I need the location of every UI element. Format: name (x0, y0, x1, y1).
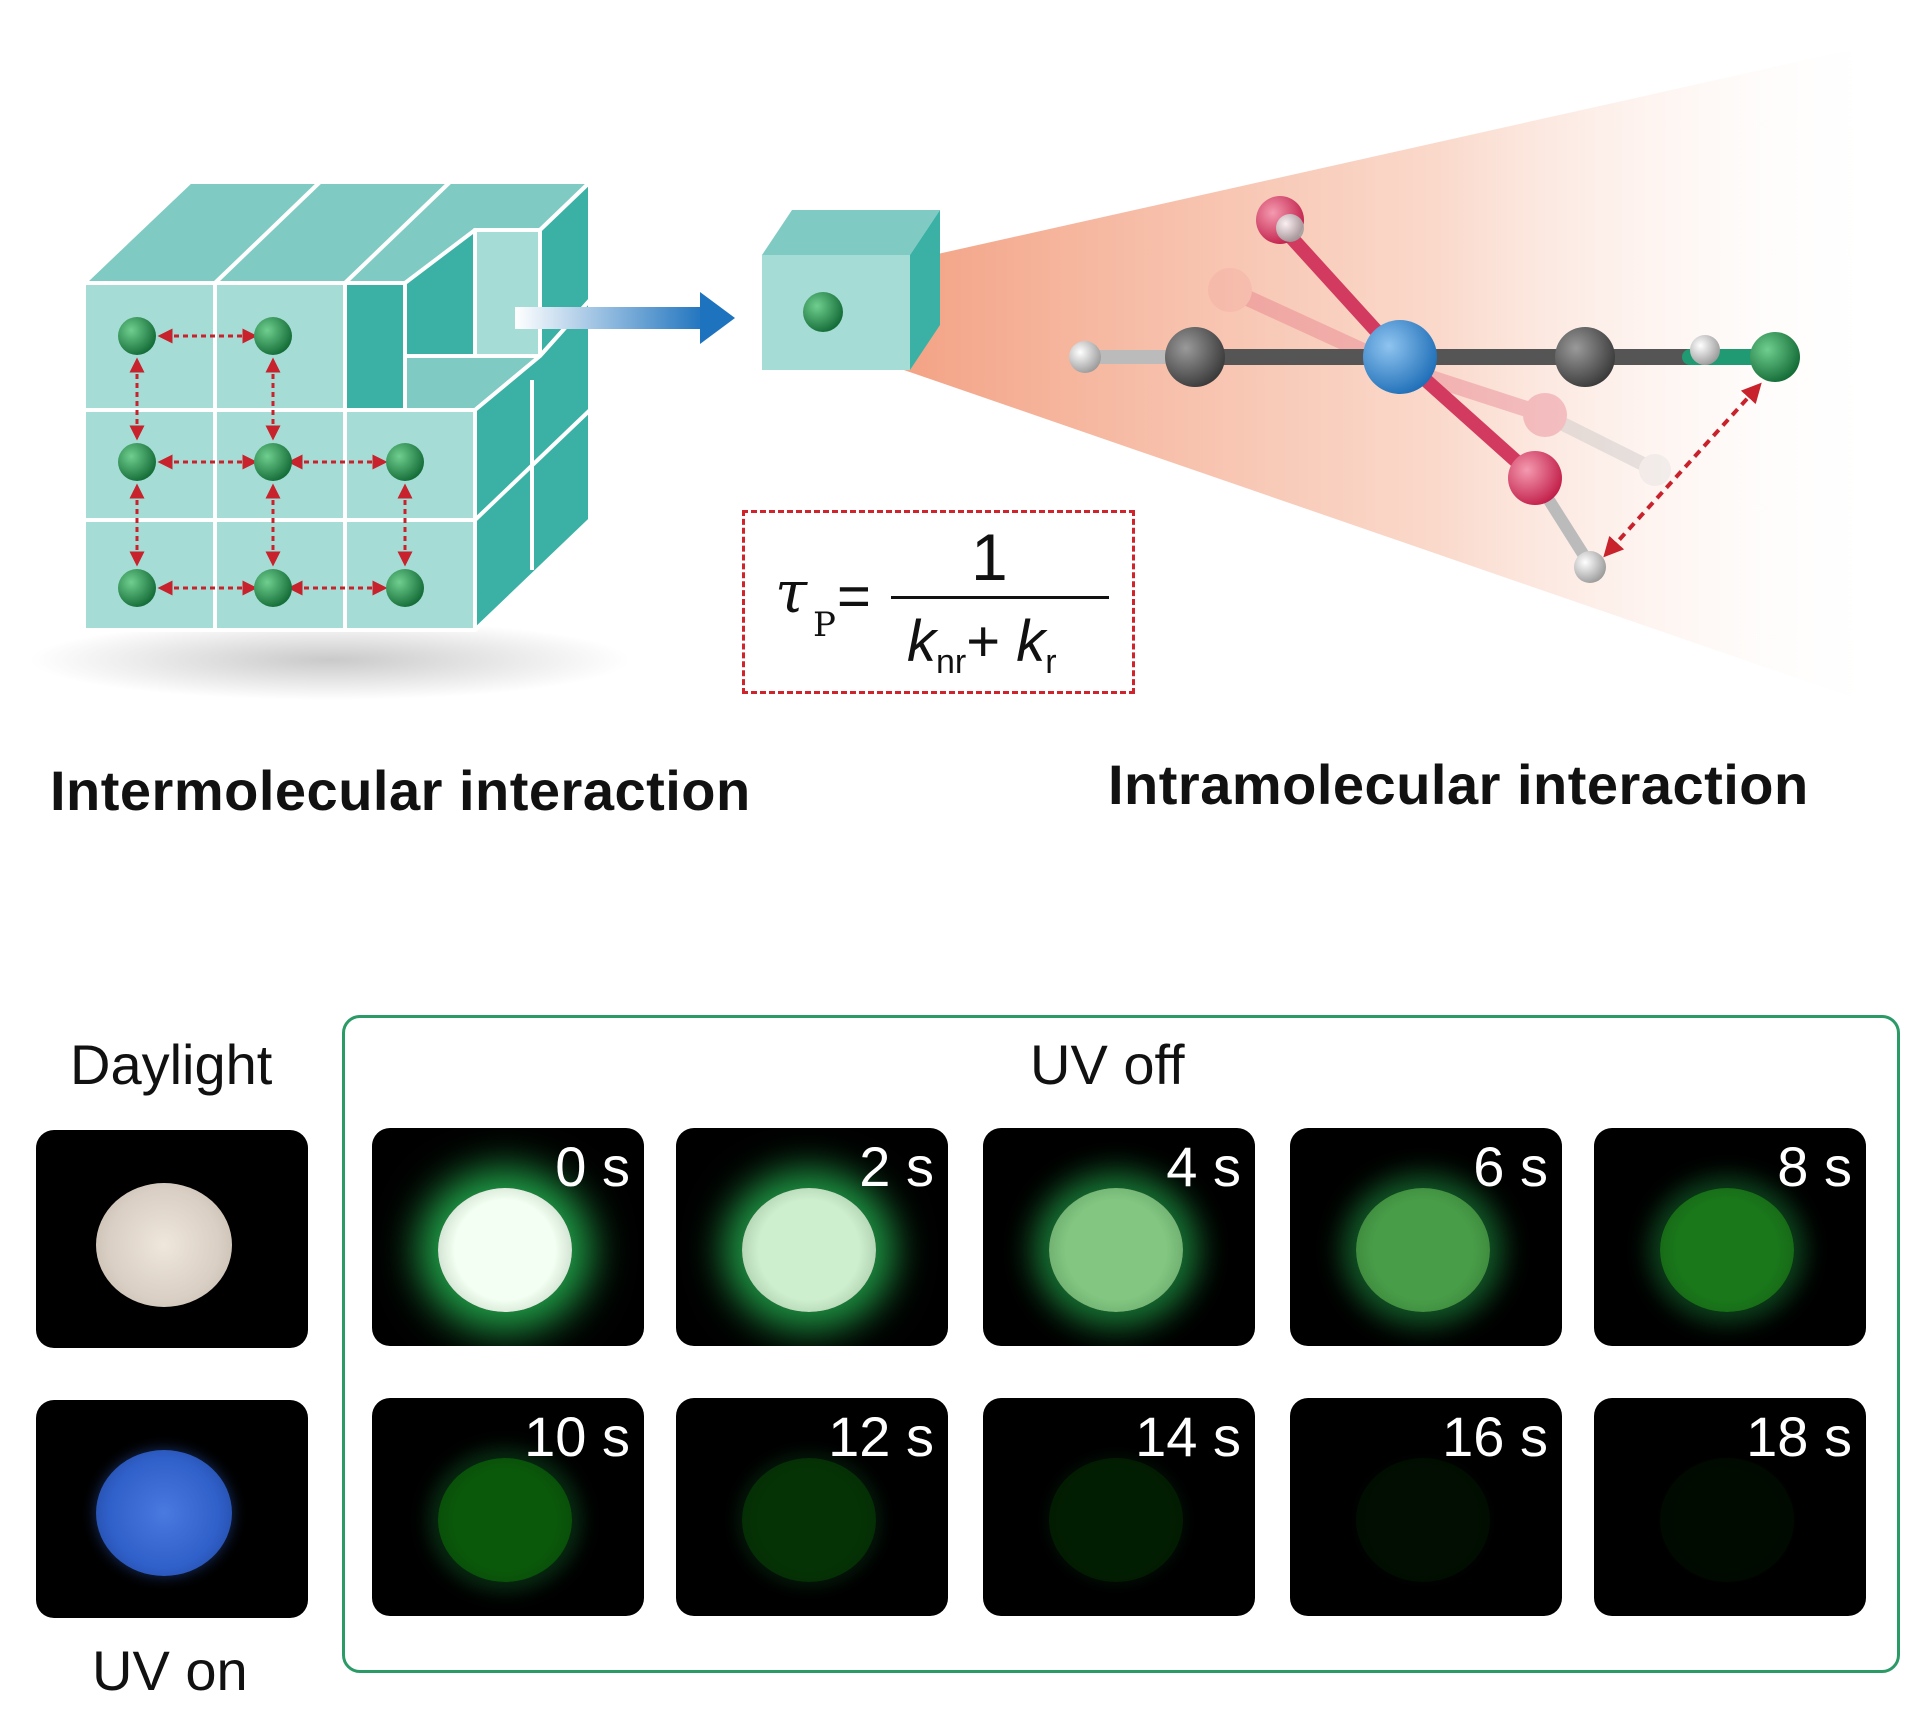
afterglow-photo: 14 s (983, 1398, 1255, 1616)
time-label: 12 s (828, 1405, 934, 1468)
time-label: 16 s (1442, 1405, 1548, 1468)
uv-on-label: UV on (92, 1639, 248, 1702)
time-label: 14 s (1135, 1405, 1241, 1468)
intermolecular-title: Intermolecular interaction (50, 759, 751, 822)
afterglow-sample (1660, 1458, 1794, 1582)
numerator: 1 (971, 520, 1008, 594)
intramolecular-arrow (1603, 382, 1762, 558)
afterglow-sample (1356, 1458, 1490, 1582)
k-r-subscript: r (1045, 643, 1057, 681)
afterglow-photo: 10 s (372, 1398, 644, 1616)
uv-on-photo (36, 1400, 308, 1618)
afterglow-sample (1356, 1188, 1490, 1312)
interaction-illustration (30, 40, 1895, 712)
time-label: 2 s (859, 1135, 934, 1198)
daylight-sample (96, 1183, 232, 1307)
time-label: 4 s (1166, 1135, 1241, 1198)
daylight-label: Daylight (70, 1033, 273, 1096)
time-label: 6 s (1473, 1135, 1548, 1198)
afterglow-photo: 6 s (1290, 1128, 1562, 1346)
afterglow-photo: 12 s (676, 1398, 948, 1616)
time-label: 8 s (1777, 1135, 1852, 1198)
plus-sign: + (966, 609, 1001, 674)
k-nr-subscript: nr (936, 643, 967, 681)
afterglow-photo: 0 s (372, 1128, 644, 1346)
time-label: 0 s (555, 1135, 630, 1198)
uv-on-sample (96, 1450, 232, 1576)
time-label: 18 s (1746, 1405, 1852, 1468)
molecule-atoms (1069, 196, 1800, 583)
zoom-arrow (515, 292, 735, 344)
afterglow-photo: 8 s (1594, 1128, 1866, 1346)
intermolecular-arrows (129, 328, 413, 596)
afterglow-sample (742, 1188, 876, 1312)
k-nr: k (907, 609, 936, 674)
afterglow-photo: 4 s (983, 1128, 1255, 1346)
uv-off-label: UV off (1030, 1033, 1185, 1096)
afterglow-sample (1049, 1458, 1183, 1582)
lifetime-equation: τ P = 1 knr+ kr (742, 510, 1135, 694)
afterglow-sample (742, 1458, 876, 1582)
fraction-bar (891, 596, 1109, 599)
daylight-photo (36, 1130, 308, 1348)
afterglow-photo: 2 s (676, 1128, 948, 1346)
lattice-molecules (118, 317, 424, 607)
k-r: k (1016, 609, 1046, 674)
tau-symbol: τ (775, 558, 808, 626)
afterglow-sample (1660, 1188, 1794, 1312)
afterglow-sample (1049, 1188, 1183, 1312)
single-molecule-cube (762, 210, 940, 370)
afterglow-photo: 16 s (1290, 1398, 1562, 1616)
crystal-cube (82, 180, 592, 632)
afterglow-photo: 18 s (1594, 1398, 1866, 1616)
tau-subscript: P (813, 605, 836, 645)
time-label: 10 s (524, 1405, 630, 1468)
denominator: knr+ kr (907, 608, 1057, 682)
uv-off-panel (342, 1015, 1900, 1673)
afterglow-sample (438, 1188, 572, 1312)
intramolecular-title: Intramolecular interaction (1108, 753, 1809, 816)
equals-sign: = (837, 564, 871, 629)
afterglow-sample (438, 1458, 572, 1582)
